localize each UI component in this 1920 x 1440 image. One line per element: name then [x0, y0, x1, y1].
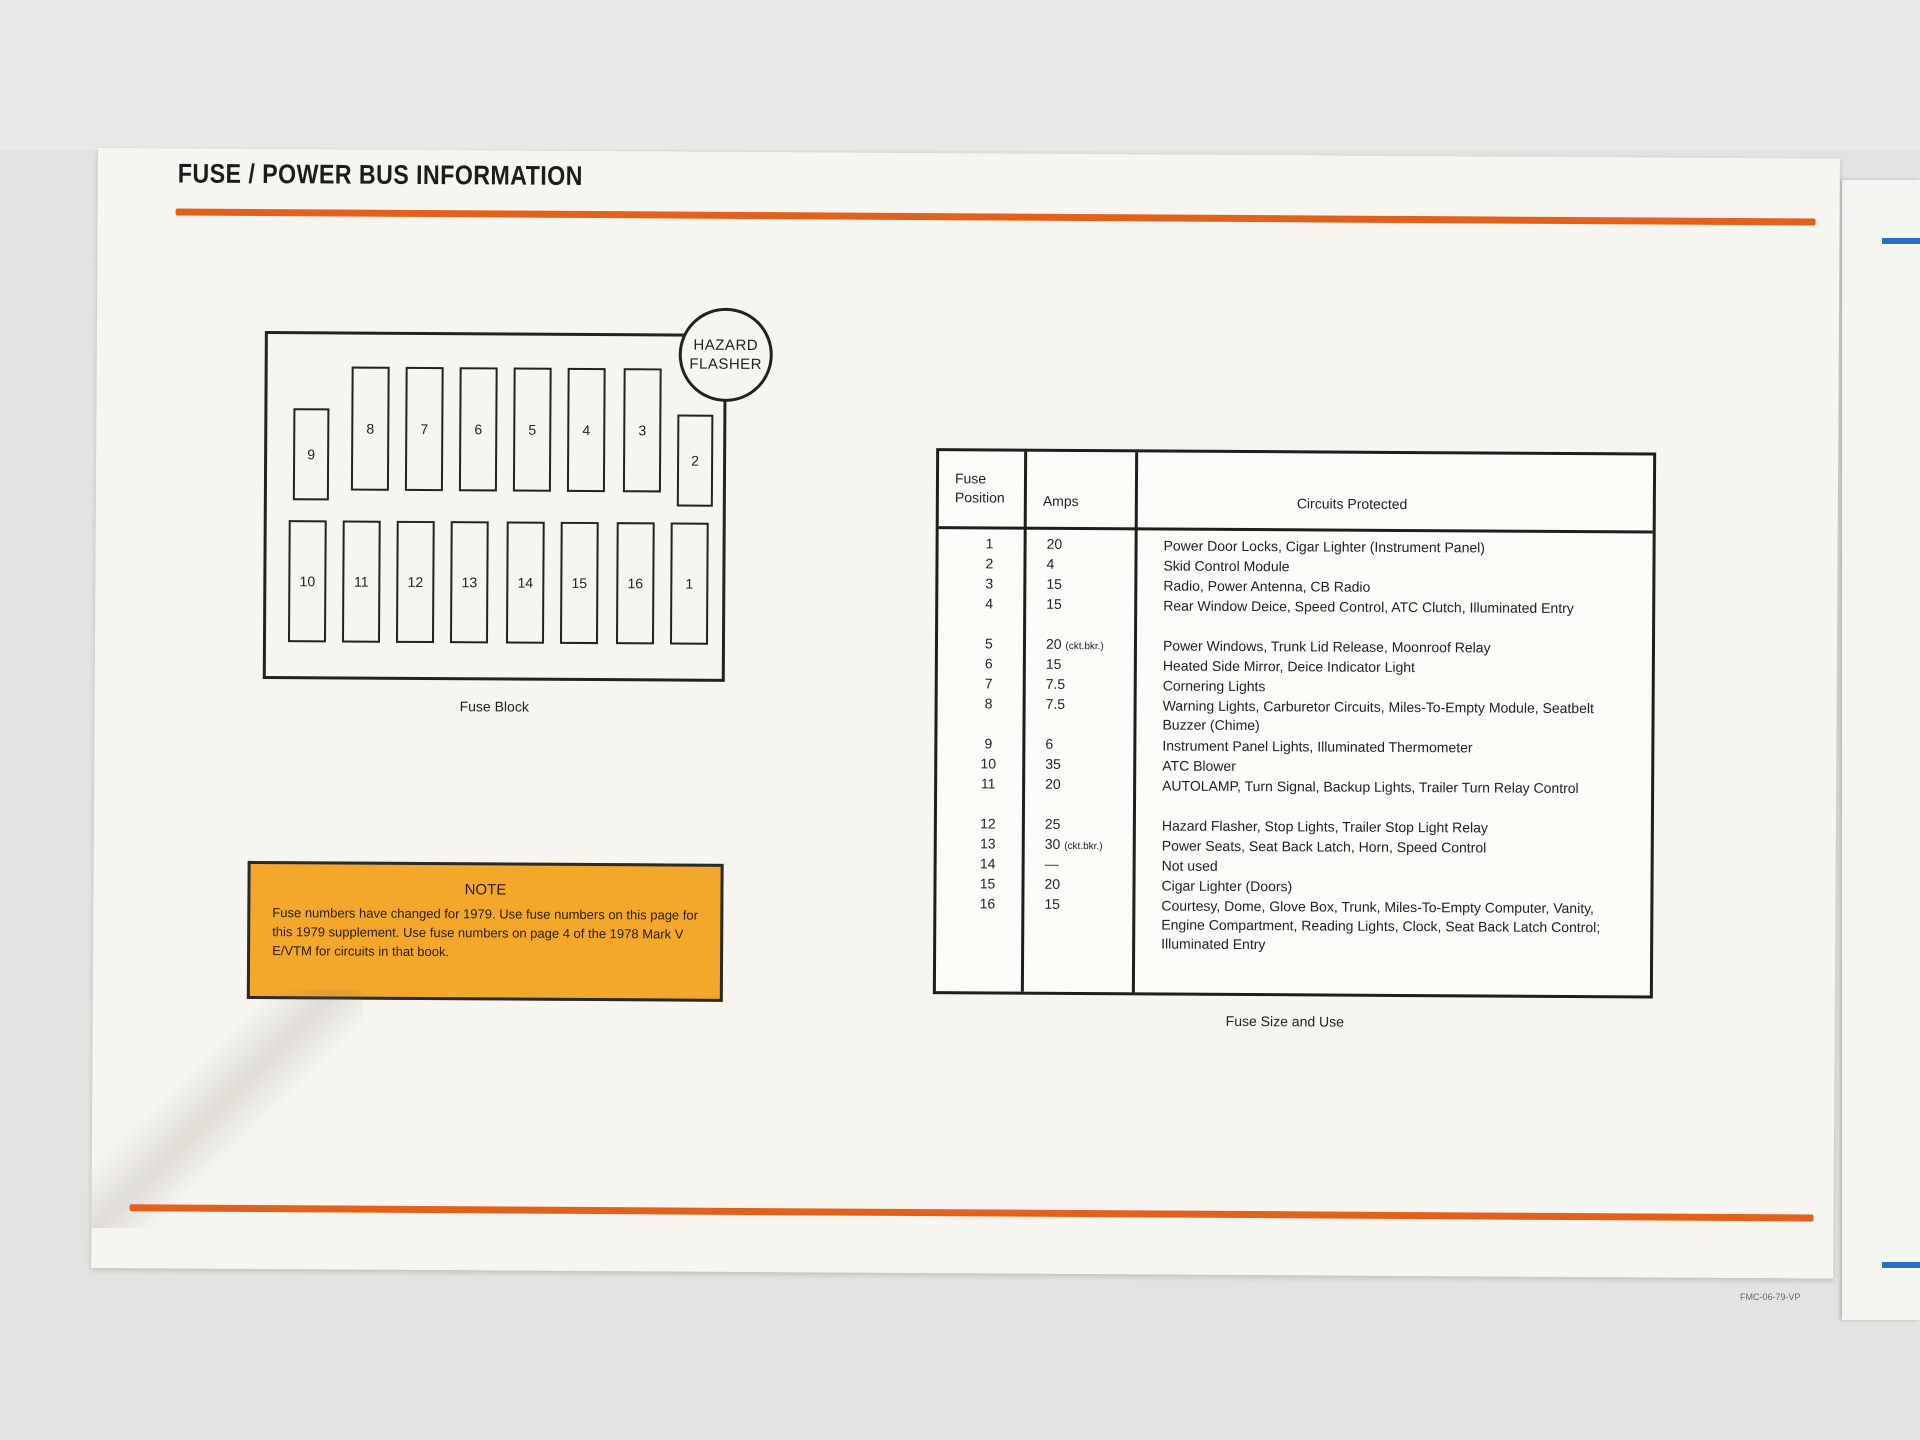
fuse-slot: 12 — [395, 520, 435, 644]
page-title: FUSE / POWER BUS INFORMATION — [177, 158, 583, 191]
fuse-slot: 11 — [341, 520, 381, 643]
top-orange-rule — [175, 208, 1816, 226]
fuse-amps: 20 — [1044, 875, 1061, 892]
note-body: Fuse numbers have changed for 1979. Use … — [272, 905, 699, 960]
circuits-protected: Courtesy, Dome, Glove Box, Trunk, Miles-… — [1161, 897, 1601, 953]
fuse-slot: 5 — [512, 367, 552, 492]
hazard-flasher-circle: HAZARD FLASHER — [678, 307, 774, 403]
fuse-position: 3 — [985, 575, 994, 592]
circuits-protected: AUTOLAMP, Turn Signal, Backup Lights, Tr… — [1162, 777, 1579, 797]
fuse-amps: 15 — [1045, 655, 1062, 672]
fuse-amps: 7.5 — [1045, 675, 1066, 692]
fuse-amps: 15 — [1046, 595, 1062, 612]
flasher-label: FLASHER — [689, 355, 763, 374]
circuits-protected: Cornering Lights — [1162, 677, 1266, 695]
manual-page: FUSE / POWER BUS INFORMATION 9 8 7 6 5 4… — [91, 148, 1840, 1279]
background-surface — [0, 0, 1920, 150]
fuse-amps: 4 — [1046, 555, 1055, 572]
fuse-slot: 1 — [669, 522, 709, 645]
bottom-orange-rule — [129, 1204, 1814, 1222]
circuits-protected: Power Seats, Seat Back Latch, Horn, Spee… — [1161, 837, 1487, 856]
fuse-amps: 30 (ckt.bkr.) — [1044, 835, 1103, 853]
fuse-position: 2 — [985, 555, 994, 572]
header-circuits: Circuits Protected — [1296, 495, 1408, 513]
fuse-slot: 10 — [287, 520, 327, 643]
circuits-protected: Not used — [1161, 857, 1218, 874]
hazard-label: HAZARD — [693, 336, 759, 355]
circuits-protected: Warning Lights, Carburetor Circuits, Mil… — [1162, 697, 1594, 734]
fuse-block-caption: Fuse Block — [459, 698, 529, 715]
circuits-protected: Skid Control Module — [1163, 557, 1290, 575]
fuse-position: 14 — [979, 855, 996, 872]
note-heading: NOTE — [464, 881, 507, 899]
blue-tab-marker — [1882, 238, 1920, 244]
circuits-protected: Power Door Locks, Cigar Lighter (Instrum… — [1163, 537, 1485, 556]
fuse-position: 15 — [979, 875, 996, 892]
header-position-line2: Position — [954, 489, 1005, 506]
fuse-slot: 13 — [449, 521, 489, 644]
fuse-position: 16 — [979, 895, 996, 912]
fuse-position: 6 — [984, 655, 993, 672]
fuse-slot: 9 — [292, 408, 330, 501]
note-box: NOTE Fuse numbers have changed for 1979.… — [246, 860, 724, 1002]
fuse-amps: 7.5 — [1045, 695, 1066, 712]
fuse-amps: 20 — [1045, 775, 1061, 792]
fuse-slot: 15 — [559, 521, 599, 645]
fuse-table-caption: Fuse Size and Use — [1225, 1012, 1345, 1030]
column-divider — [1020, 451, 1028, 992]
circuits-protected: Radio, Power Antenna, CB Radio — [1163, 577, 1371, 595]
fuse-position: 9 — [984, 735, 993, 752]
circuits-protected: Hazard Flasher, Stop Lights, Trailer Sto… — [1161, 817, 1488, 836]
fuse-amps: 25 — [1044, 815, 1061, 832]
fuse-amps: 6 — [1045, 735, 1054, 752]
fuse-block-diagram: 9 8 7 6 5 4 3 2 10 11 12 13 14 15 16 1 — [262, 331, 727, 682]
circuits-protected: ATC Blower — [1162, 757, 1236, 774]
fuse-position: 4 — [985, 595, 994, 612]
fuse-slot: 16 — [615, 522, 655, 645]
fuse-slot: 3 — [622, 368, 662, 493]
fuse-amps: 15 — [1046, 575, 1062, 592]
header-amps: Amps — [1042, 492, 1079, 509]
footer-code: FMC-06-79-VP — [1740, 1292, 1801, 1302]
fuse-amps: 20 — [1046, 535, 1063, 552]
fuse-slot: 2 — [676, 414, 714, 507]
fuse-position: 11 — [980, 775, 996, 792]
fuse-amps: 20 (ckt.bkr.) — [1045, 635, 1104, 653]
fuse-slot: 14 — [505, 521, 545, 644]
header-position-line1: Fuse — [954, 470, 987, 487]
table-row: 5 20 (ckt.bkr.) Power Windows, Trunk Lid… — [938, 635, 1652, 655]
table-row: 1 20 Power Door Locks, Cigar Lighter (In… — [939, 535, 1653, 555]
fuse-slot: 7 — [404, 366, 444, 492]
fuse-position: 5 — [985, 635, 993, 652]
circuits-protected: Cigar Lighter (Doors) — [1161, 877, 1293, 895]
table-row: 12 25 Hazard Flasher, Stop Lights, Trail… — [937, 815, 1651, 835]
paper-damage — [91, 987, 363, 1230]
fuse-slot: 6 — [458, 367, 498, 492]
fuse-position: 10 — [980, 755, 997, 772]
adjacent-page — [1842, 180, 1920, 1320]
fuse-slot: 8 — [350, 366, 390, 491]
header-divider — [938, 526, 1653, 534]
fuse-amps: — — [1044, 855, 1059, 872]
fuse-position: 7 — [984, 675, 993, 692]
fuse-size-table: Fuse Position Amps Circuits Protected 1 … — [932, 448, 1657, 999]
fuse-position: 1 — [985, 535, 994, 552]
fuse-position: 13 — [979, 835, 996, 852]
fuse-position: 12 — [980, 815, 996, 832]
circuits-protected: Rear Window Deice, Speed Control, ATC Cl… — [1163, 597, 1574, 617]
fuse-amps: 15 — [1044, 895, 1061, 912]
blue-tab-marker — [1882, 1262, 1920, 1268]
circuits-protected: Instrument Panel Lights, Illuminated The… — [1162, 737, 1473, 756]
circuits-protected: Heated Side Mirror, Deice Indicator Ligh… — [1162, 657, 1416, 676]
fuse-position: 8 — [984, 695, 993, 712]
fuse-slot: 4 — [566, 367, 606, 493]
circuits-protected: Power Windows, Trunk Lid Release, Moonro… — [1162, 637, 1491, 656]
fuse-amps: 35 — [1045, 755, 1061, 772]
header-fuse-position: Fuse Position — [955, 469, 1005, 507]
